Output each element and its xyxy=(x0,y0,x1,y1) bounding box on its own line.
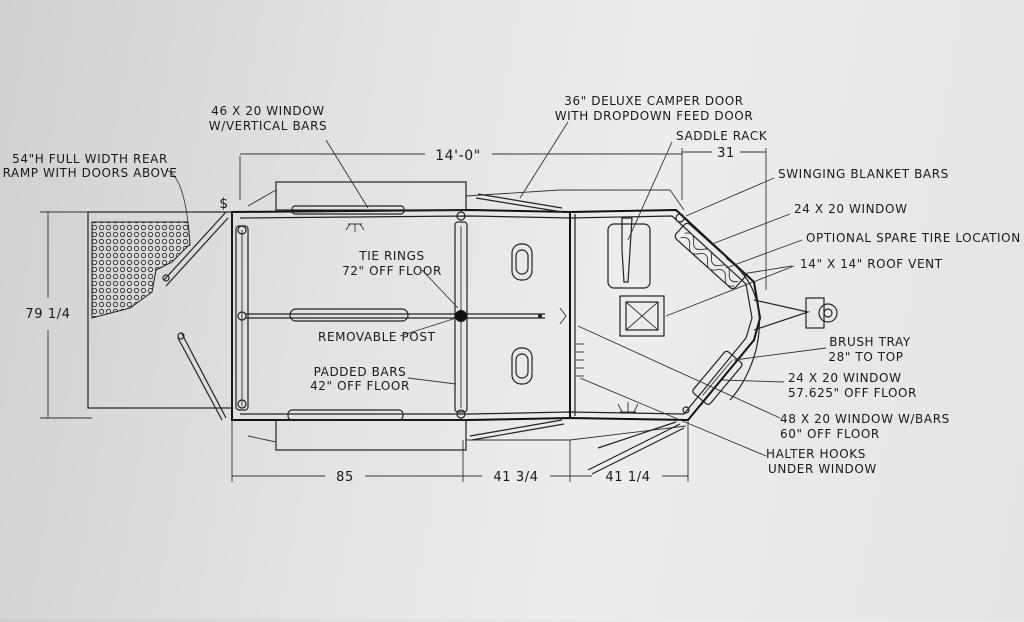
interior-features xyxy=(235,193,838,475)
label-brush-tray-line2: 28" TO TOP xyxy=(828,350,903,364)
label-tie-rings-line2: 72" OFF FLOOR xyxy=(342,264,442,278)
label-padded-bars-line1: PADDED BARS xyxy=(314,365,407,379)
callout-labels: 54"H FULL WIDTH REAR RAMP WITH DOORS ABO… xyxy=(3,94,1021,476)
label-spare-tire: OPTIONAL SPARE TIRE LOCATION xyxy=(806,231,1021,245)
leader-lines xyxy=(165,121,827,457)
label-padded-bars-line2: 42" OFF FLOOR xyxy=(310,379,410,393)
label-camper-door-line1: 36" DELUXE CAMPER DOOR xyxy=(564,94,744,108)
label-window-lower-line1: 24 X 20 WINDOW xyxy=(788,371,902,385)
label-window-24x20: 24 X 20 WINDOW xyxy=(794,202,908,216)
rear-ramp: $ xyxy=(87,196,233,421)
dim-rear-section: 85 xyxy=(336,470,354,485)
dim-middle-section: 41 3/4 xyxy=(493,470,538,485)
label-halter-hooks-line1: HALTER HOOKS xyxy=(766,447,866,461)
label-window-lower-line2: 57.625" OFF FLOOR xyxy=(788,386,917,400)
label-window-48x20-line2: 60" OFF FLOOR xyxy=(780,427,880,441)
label-brush-tray-line1: BRUSH TRAY xyxy=(829,335,911,349)
dollar-mark: $ xyxy=(219,196,229,212)
label-rear-ramp-line2: RAMP WITH DOORS ABOVE xyxy=(3,166,178,180)
label-removable-post: REMOVABLE POST xyxy=(318,330,436,344)
label-halter-hooks-line2: UNDER WINDOW xyxy=(768,462,877,476)
label-camper-door-line2: WITH DROPDOWN FEED DOOR xyxy=(555,109,754,123)
label-vertical-window-line2: W/VERTICAL BARS xyxy=(209,119,328,133)
label-vertical-window-line1: 46 X 20 WINDOW xyxy=(211,104,325,118)
dimension-lines: 14'-0" 31 79 1/4 85 41 3/4 41 1/4 xyxy=(25,146,767,485)
label-tie-rings-line1: TIE RINGS xyxy=(358,249,424,263)
label-saddle-rack: SADDLE RACK xyxy=(676,129,768,143)
dim-overall-length: 14'-0" xyxy=(435,148,481,164)
label-roof-vent: 14" X 14" ROOF VENT xyxy=(800,257,943,271)
label-blanket-bars: SWINGING BLANKET BARS xyxy=(778,167,949,181)
dim-width: 79 1/4 xyxy=(25,307,70,322)
label-rear-ramp-line1: 54"H FULL WIDTH REAR xyxy=(12,152,168,166)
dim-nose: 31 xyxy=(717,146,735,161)
label-window-48x20-line1: 48 X 20 WINDOW W/BARS xyxy=(780,412,950,426)
dim-front-section: 41 1/4 xyxy=(605,470,650,485)
